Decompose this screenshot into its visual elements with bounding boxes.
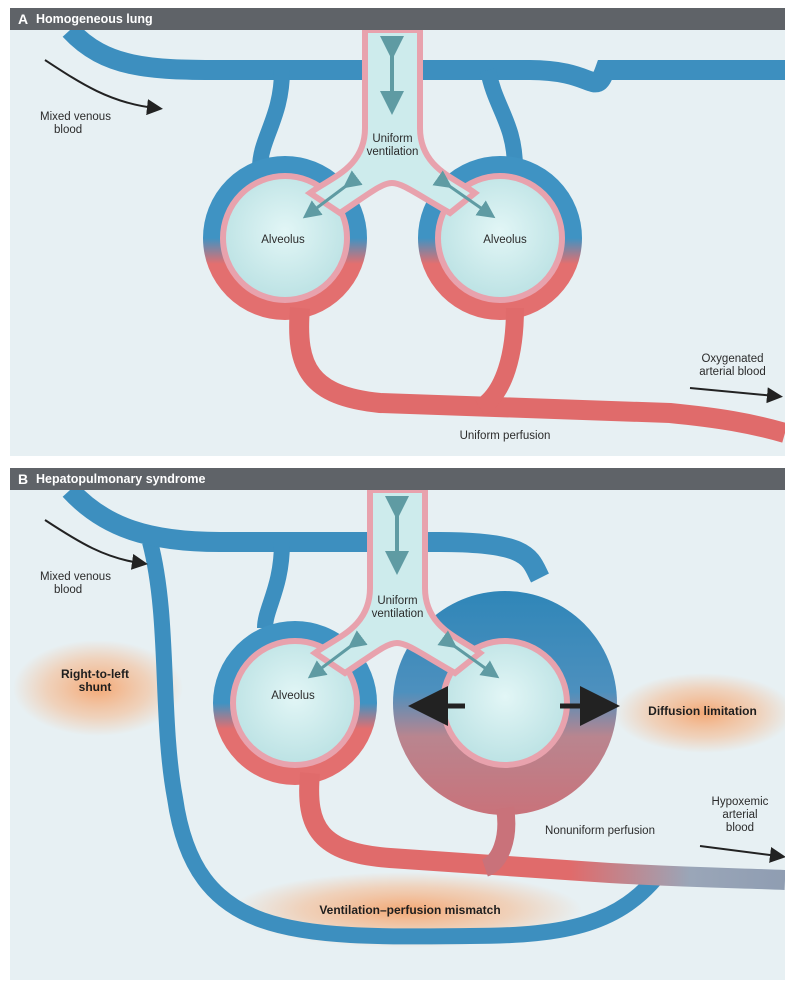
arterial-flow-arrow-icon — [690, 388, 775, 396]
panel-header: B Hepatopulmonary syndrome — [10, 468, 785, 490]
panel-title: Hepatopulmonary syndrome — [36, 472, 205, 486]
label-ventilation-perfusion-mismatch: Ventilation–perfusion mismatch — [290, 904, 530, 917]
panel-header: A Homogeneous lung — [10, 8, 785, 30]
label-nonuniform-perfusion: Nonuniform perfusion — [530, 825, 670, 838]
panel-letter: A — [18, 11, 28, 27]
label-alveolus-right: Alveolus — [475, 234, 535, 247]
venous-vessel-top — [70, 490, 540, 578]
label-diffusion-limitation: Diffusion limitation — [635, 705, 770, 718]
label-alveolus: Alveolus — [263, 690, 323, 703]
label-alveolus-left: Alveolus — [253, 234, 313, 247]
arterial-flow-arrow-icon — [700, 846, 778, 856]
label-uniform-perfusion: Uniform perfusion — [440, 430, 570, 443]
panel-title: Homogeneous lung — [36, 12, 153, 26]
diagram-homogeneous-lung — [10, 8, 785, 456]
venous-vessel-top — [70, 30, 785, 82]
panel-letter: B — [18, 471, 28, 487]
